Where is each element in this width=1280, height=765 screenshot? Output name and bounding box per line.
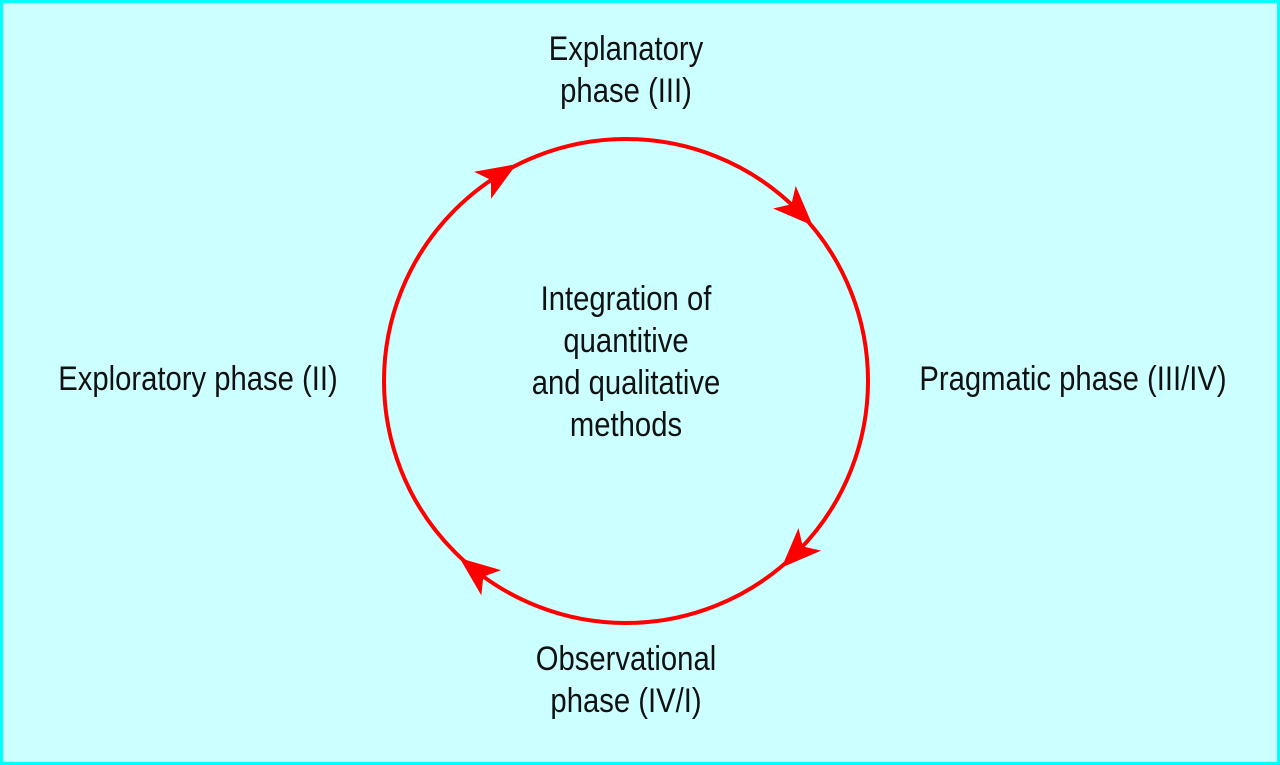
center-line: Integration of (540, 280, 712, 318)
arrowhead-top-right (773, 185, 813, 226)
label-observational-phase: Observational phase (IV/I) (497, 638, 755, 722)
center-line: quantitive (563, 322, 689, 360)
center-line: and qualitative (531, 364, 721, 402)
label-line: phase (III) (560, 72, 692, 110)
arrowhead-top-left (474, 164, 517, 199)
label-line: Observational (535, 640, 717, 678)
cycle-circle (382, 137, 870, 625)
label-line: Pragmatic phase (III/IV) (919, 360, 1227, 398)
diagram-canvas (3, 3, 1277, 762)
center-line: methods (569, 406, 683, 444)
label-explanatory-phase: Explanatory phase (III) (497, 28, 755, 112)
label-line: phase (IV/I) (550, 682, 702, 720)
label-exploratory-phase: Exploratory phase (II) (28, 358, 369, 400)
label-pragmatic-phase: Pragmatic phase (III/IV) (897, 358, 1250, 400)
label-line: Exploratory phase (II) (58, 360, 338, 398)
center-label: Integration of quantitive and qualitativ… (497, 278, 755, 446)
arrowhead-bottom-left (459, 558, 502, 596)
label-line: Explanatory (548, 30, 704, 68)
arrowhead-bottom-right (781, 528, 822, 568)
